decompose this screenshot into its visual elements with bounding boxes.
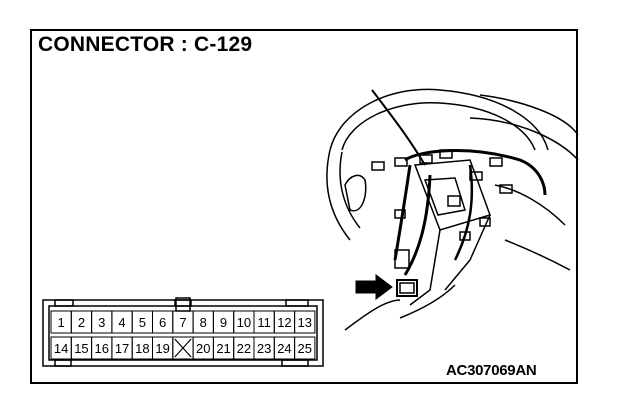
pin-number: 18 — [135, 341, 149, 356]
x-mark-icon — [174, 338, 192, 358]
pin-number: 10 — [237, 315, 251, 330]
pin-number: 4 — [118, 315, 125, 330]
connector-cavity — [294, 336, 316, 360]
pin-number: 3 — [98, 315, 105, 330]
pin-number: 6 — [159, 315, 166, 330]
pin-number: 2 — [78, 315, 85, 330]
connector-cavity — [294, 310, 316, 334]
pin-number: 9 — [220, 315, 227, 330]
pin-number: 25 — [298, 341, 312, 356]
pin-number: 8 — [200, 315, 207, 330]
connector-face — [42, 297, 324, 367]
pin-number: 17 — [115, 341, 129, 356]
steering-column-illustration — [326, 88, 579, 331]
connector-title: CONNECTOR : C-129 — [38, 33, 253, 56]
arrow-right-icon — [355, 274, 393, 300]
pin-number: 13 — [298, 315, 312, 330]
pin-number: 16 — [95, 341, 109, 356]
pin-number: 11 — [257, 315, 271, 330]
figure-code: AC307069AN — [446, 362, 537, 379]
pin-number: 22 — [237, 341, 251, 356]
pin-number: 7 — [179, 315, 186, 330]
pin-number: 19 — [155, 341, 169, 356]
pin-number: 14 — [54, 341, 68, 356]
pin-number: 20 — [196, 341, 210, 356]
pin-number: 1 — [58, 315, 65, 330]
pin-number: 12 — [277, 315, 291, 330]
pin-number: 5 — [139, 315, 146, 330]
pin-number: 24 — [277, 341, 291, 356]
pin-number: 23 — [257, 341, 271, 356]
pin-number: 15 — [74, 341, 88, 356]
pin-number: 21 — [216, 341, 230, 356]
